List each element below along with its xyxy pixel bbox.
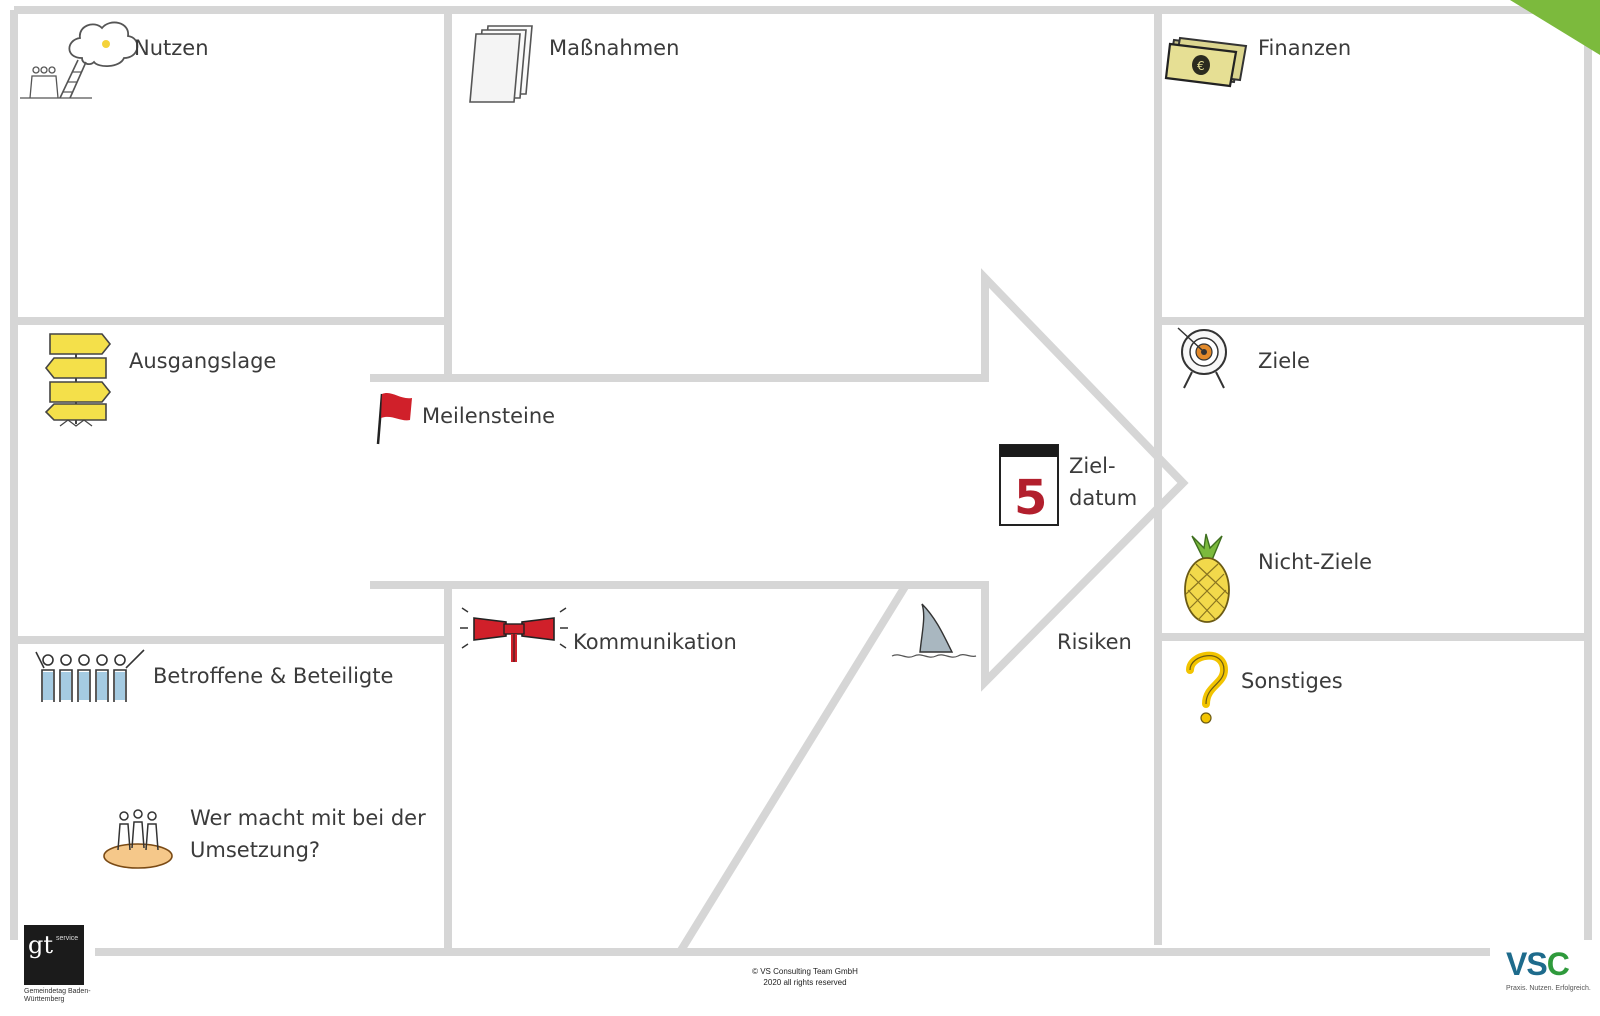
money-icon: €	[1164, 36, 1248, 88]
tree-ladder-icon	[20, 21, 139, 99]
copyright-line-2: 2020 all rights reserved	[763, 978, 847, 987]
gt-logo-text: gt	[28, 931, 54, 959]
megaphone-icon	[460, 607, 568, 662]
vsc-logo: VSC	[1506, 946, 1570, 983]
label-zieldatum: Ziel- datum	[1069, 454, 1138, 510]
footer-copyright: © VS Consulting Team GmbH 2020 all right…	[700, 966, 910, 988]
label-ziele: Ziele	[1258, 349, 1310, 373]
label-kommunikation: Kommunikation	[573, 630, 737, 654]
pineapple-icon	[1184, 533, 1230, 623]
team-table-icon	[103, 809, 173, 869]
gt-logo-side: service	[56, 935, 79, 942]
calendar-number: 5	[1014, 470, 1047, 526]
label-finanzen: Finanzen	[1258, 36, 1352, 60]
label-meilensteine: Meilensteine	[422, 404, 556, 428]
copyright-line-1: © VS Consulting Team GmbH	[752, 967, 858, 976]
flag-icon	[376, 393, 412, 445]
label-sonstiges: Sonstiges	[1241, 669, 1343, 693]
label-risiken: Risiken	[1057, 630, 1132, 654]
label-umsetzung: Wer macht mit bei der Umsetzung?	[190, 806, 426, 862]
gt-logo-caption: Gemeindetag Baden-Württemberg	[24, 988, 91, 1003]
calendar-icon: 5	[999, 444, 1059, 526]
question-mark-icon	[1186, 651, 1229, 724]
paper-stack-icon	[469, 25, 533, 103]
label-betroffene: Betroffene & Beteiligte	[153, 664, 394, 688]
vsc-logo-main: VS	[1506, 946, 1548, 982]
vsc-logo-caption: Praxis. Nutzen. Erfolgreich.	[1506, 985, 1591, 992]
label-ausgangslage: Ausgangslage	[129, 349, 277, 373]
signpost-icon	[44, 333, 112, 427]
board-grid	[10, 6, 1592, 956]
target-icon	[1177, 327, 1227, 389]
label-nicht-ziele: Nicht-Ziele	[1258, 550, 1373, 574]
corner-accent	[1510, 0, 1600, 55]
label-massnahmen: Maßnahmen	[549, 36, 680, 60]
gt-service-logo: gt service	[24, 925, 84, 985]
group-people-icon	[35, 649, 145, 702]
shark-fin-icon	[891, 603, 977, 658]
vsc-logo-accent: C	[1546, 946, 1570, 982]
label-nutzen: Nutzen	[134, 36, 209, 60]
svg-text:€: €	[1197, 59, 1205, 73]
